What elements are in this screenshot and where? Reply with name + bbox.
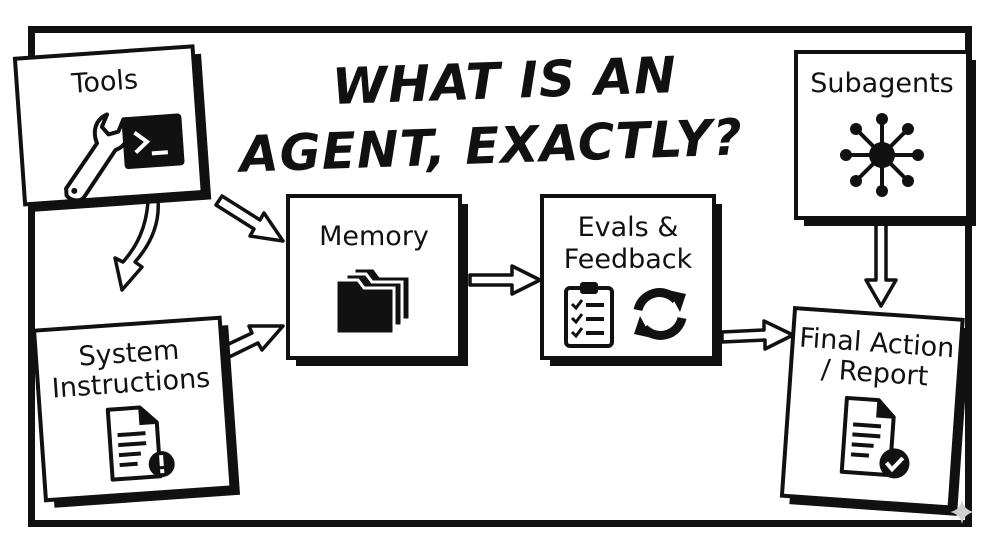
edges (113, 194, 898, 363)
title-line-1: WHAT IS AN (331, 46, 678, 116)
edge-tools-memory (214, 194, 285, 243)
evals-label-2: Feedback (564, 244, 693, 275)
tools-label: Tools (70, 64, 140, 100)
card-system-instructions: System Instructions (31, 315, 241, 508)
card-tools: Tools (12, 44, 212, 212)
hub-network-icon (840, 113, 924, 197)
folders-icon (334, 266, 412, 336)
edge-evals-final (720, 319, 795, 351)
sparkle-icon (950, 500, 974, 524)
final-action-label-2: / Report (820, 354, 929, 392)
memory-label: Memory (319, 221, 429, 252)
card-subagents: Subagents (794, 50, 976, 226)
document-check-icon (839, 395, 910, 479)
edge-subagents-final (864, 222, 898, 308)
document-alert-icon (105, 405, 175, 482)
card-memory: Memory (286, 194, 468, 366)
evals-label-1: Evals & (578, 212, 679, 243)
edge-memory-evals (468, 264, 542, 296)
edge-tools-system-instructions (113, 198, 160, 292)
clipboard-checklist-icon (564, 282, 614, 348)
refresh-cycle-icon (633, 288, 687, 340)
subagents-label: Subagents (810, 68, 953, 99)
diagram-title: WHAT IS AN AGENT, EXACTLY? (235, 46, 744, 184)
card-final-action: Final Action / Report (779, 305, 971, 516)
terminal-icon (121, 113, 185, 170)
card-evals-feedback: Evals & Feedback (540, 194, 722, 366)
title-line-2: AGENT, EXACTLY? (235, 108, 744, 184)
system-instructions-label-1: System (78, 335, 181, 373)
